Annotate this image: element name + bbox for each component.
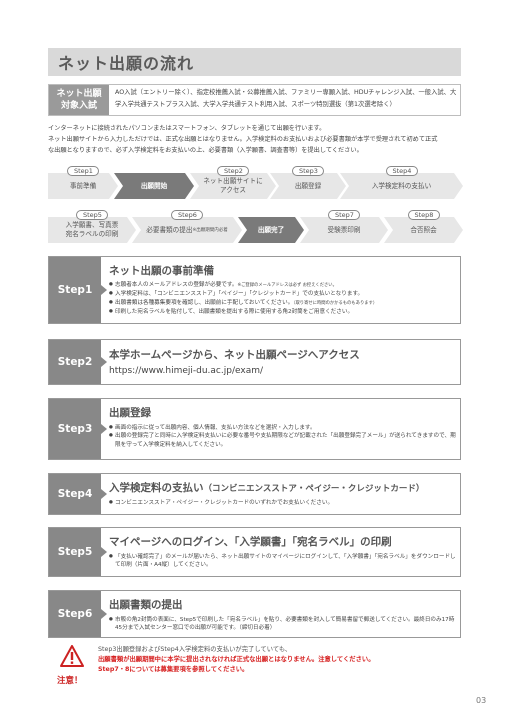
exam-url-link[interactable]: https://www.himeji-du.ac.jp/exam/ <box>109 366 264 376</box>
step-list-item: 市販の角2封筒の表面に、Step5で印刷した「宛名ラベル」を貼り、必要書類を封入… <box>109 616 457 633</box>
flow-step-badge: Step5 <box>76 210 108 220</box>
step3-list: 画面の指示に従って出願内容、個人情報、支払い方法などを選択・入力します。出願の登… <box>109 424 457 449</box>
step1-card: Step1 ネット出願の事前準備 志願者本人のメールアドレスの登録が必要です。※… <box>48 256 461 324</box>
flow-step-badge: Step1 <box>67 166 99 176</box>
flow-step-row2-3: 受験票印刷 <box>300 217 388 243</box>
title-band <box>48 48 461 76</box>
warning-icon <box>60 645 84 667</box>
caution-text: Step3出願登録およびStep4入学検定料の支払いが完了していても、 出願書類… <box>98 646 375 673</box>
step-list-item: 出願の登録完了と同時に入学検定料支払いに必要な番号や支払期限などが記載された「出… <box>109 432 457 449</box>
caution-label: 注意！ <box>57 676 83 686</box>
step-list-item: コンビニエンスストア・ペイジー・クレジットカードのいずれかでお支払いください。 <box>109 499 457 508</box>
step-tab: Step3 <box>49 399 101 459</box>
intro-text: インターネットに接続されたパソコンまたはスマートフォン、タブレットを通じて出願を… <box>48 125 438 154</box>
step-tab: Step6 <box>49 591 101 637</box>
step-title: ネット出願の事前準備 <box>109 265 214 277</box>
step-tab: Step4 <box>49 474 101 514</box>
step-tab: Step1 <box>49 257 101 323</box>
step3-card: Step3 出願登録 画面の指示に従って出願内容、個人情報、支払い方法などを選択… <box>48 398 461 460</box>
target-exams-text: AO入試（エントリー除く）、指定校推薦入試・公募推薦入試、ファミリー専願入試、H… <box>115 89 457 108</box>
step-tab: Step5 <box>49 528 101 576</box>
step4-card: Step4 入学検定料の支払い（コンビニエンスストア・ペイジー・クレジットカード… <box>48 473 461 515</box>
target-exams-label: ネット出願 対象入試 <box>49 85 109 115</box>
step-title: 本学ホームページから、ネット出願ページへアクセス <box>109 349 360 361</box>
flow-step-badge: Step6 <box>171 210 203 220</box>
step-list-item: 「支払い確認完了」のメールが届いたら、ネット出願サイトのマイページにログインして… <box>109 553 457 570</box>
flow-step-row2-4: 合否照会 <box>384 217 463 243</box>
flow-step-badge: Step4 <box>385 166 418 176</box>
step-list-item: 印刷した宛名ラベルを貼付して、出願書類を提出する際に使用する角2封筒をご用意くだ… <box>109 308 457 317</box>
flow-step-badge: Step7 <box>328 210 360 220</box>
step5-list: 「支払い確認完了」のメールが届いたら、ネット出願サイトのマイページにログインして… <box>109 553 457 570</box>
step5-card: Step5 マイページへのログイン、「入学願書」「宛名ラベル」の印刷 「支払い確… <box>48 527 461 577</box>
step6-card: Step6 出願書類の提出 市販の角2封筒の表面に、Step5で印刷した「宛名ラ… <box>48 590 461 638</box>
target-exams-box: ネット出願 対象入試 AO入試（エントリー除く）、指定校推薦入試・公募推薦入試、… <box>48 84 461 116</box>
step-list-item: 志願者本人のメールアドレスの登録が必要です。※ご登録のメールアドレスは必ず お控… <box>109 281 457 290</box>
page-number: 03 <box>476 696 487 705</box>
flow-step-row1-4: 入学検定料の支払い <box>340 173 463 199</box>
flow-step-row1-1: 出願開始 <box>114 173 194 199</box>
step2-card: Step2 本学ホームページから、ネット出願ページへアクセス https://w… <box>48 339 461 385</box>
step-title: 出願書類の提出 <box>109 599 183 611</box>
flow-step-badge: Step8 <box>407 210 440 220</box>
step-title: マイページへのログイン、「入学願書」「宛名ラベル」の印刷 <box>109 536 392 548</box>
step6-list: 市販の角2封筒の表面に、Step5で印刷した「宛名ラベル」を貼り、必要書類を封入… <box>109 616 457 633</box>
step-list-item: 入学検定料は、「コンビニエンスストア」「ペイジー」「クレジットカード」での支払い… <box>109 290 457 299</box>
flow-step-row2-0: 入学願書、写真票 宛名ラベルの印刷 <box>48 217 136 243</box>
flow-step-badge: Step3 <box>292 166 324 176</box>
flow-step-row2-1: 必要書類の提出※出願期間内必着 <box>132 217 242 243</box>
step1-list: 志願者本人のメールアドレスの登録が必要です。※ご登録のメールアドレスは必ず お控… <box>109 281 457 317</box>
step-title: 出願登録 <box>109 407 151 419</box>
flow-step-badge: Step2 <box>217 166 249 176</box>
step-list-item: 出願書類は各種募集要項を確認し、出願前に手配しておいてください。（取り寄せに時間… <box>109 299 457 308</box>
flow-step-row1-3: 出願登録 <box>270 173 346 199</box>
step-tab: Step2 <box>49 340 101 384</box>
step4-list: コンビニエンスストア・ペイジー・クレジットカードのいずれかでお支払いください。 <box>109 499 457 508</box>
step-list-item: 画面の指示に従って出願内容、個人情報、支払い方法などを選択・入力します。 <box>109 424 457 433</box>
flow-step-row1-2: ネット出願サイトに アクセス <box>190 173 276 199</box>
flow-step-row2-2: 出願完了 <box>238 217 304 243</box>
page-title: ネット出願の流れ <box>58 54 195 73</box>
flow-step-row1-0: 事前準備 <box>48 173 118 199</box>
step-title: 入学検定料の支払い（コンビニエンスストア・ペイジー・クレジットカード） <box>109 482 425 494</box>
